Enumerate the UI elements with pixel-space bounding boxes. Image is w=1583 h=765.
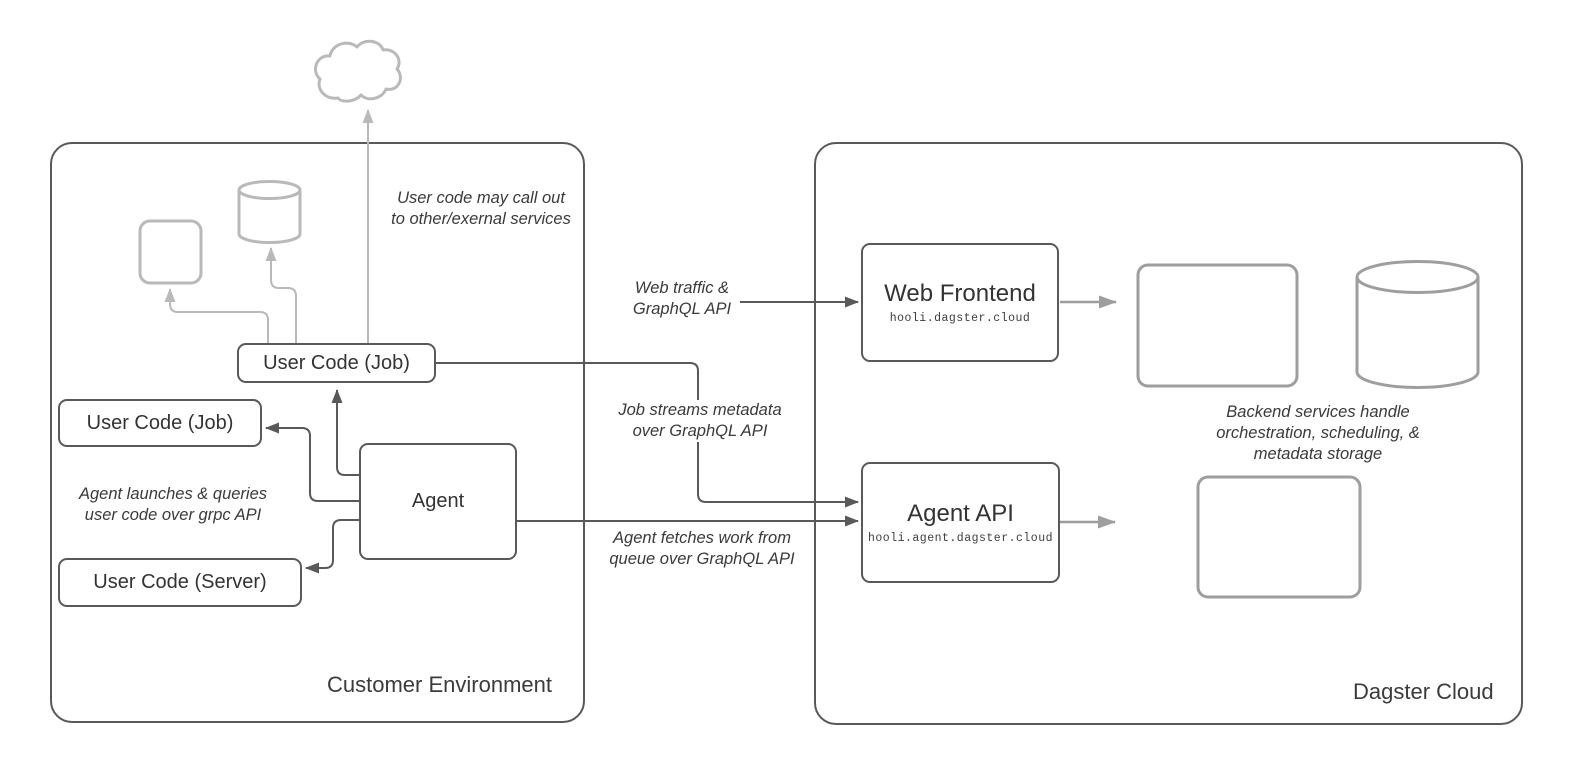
node-agent: Agent bbox=[359, 443, 517, 560]
edge-label-agent-fetches: Agent fetches work from queue over Graph… bbox=[609, 529, 795, 569]
node-label: User Code (Job) bbox=[263, 351, 410, 374]
dagster-cloud-label: Dagster Cloud bbox=[1353, 679, 1494, 704]
edge-label-job-streams: Job streams metadata over GraphQL API bbox=[602, 400, 798, 443]
node-label: Agent bbox=[411, 490, 465, 512]
web-frontend-title: Web Frontend bbox=[884, 280, 1036, 308]
web-frontend-subtitle: hooli.dagster.cloud bbox=[889, 311, 1031, 325]
edge-label-web-traffic: Web traffic & GraphQL API bbox=[632, 279, 732, 319]
node-agent-api: Agent API hooli.agent.dagster.cloud bbox=[861, 462, 1060, 583]
node-user-code-job-top: User Code (Job) bbox=[237, 343, 436, 383]
node-label: User Code (Server) bbox=[93, 571, 267, 593]
node-label: User Code (Job) bbox=[86, 411, 234, 434]
customer-environment-label: Customer Environment bbox=[327, 672, 552, 697]
annotation-backend-services: Backend services handle orchestration, s… bbox=[1216, 403, 1420, 464]
annotation-grpc-api: Agent launches & queries user code over … bbox=[78, 485, 268, 525]
cloud-icon bbox=[314, 39, 402, 103]
agent-api-subtitle: hooli.agent.dagster.cloud bbox=[867, 531, 1054, 545]
agent-api-title: Agent API bbox=[907, 500, 1014, 528]
node-user-code-server: User Code (Server) bbox=[58, 558, 302, 607]
node-web-frontend: Web Frontend hooli.dagster.cloud bbox=[861, 243, 1059, 362]
annotation-external-services: User code may call out to other/exernal … bbox=[391, 189, 571, 229]
node-user-code-job-left: User Code (Job) bbox=[58, 399, 262, 447]
